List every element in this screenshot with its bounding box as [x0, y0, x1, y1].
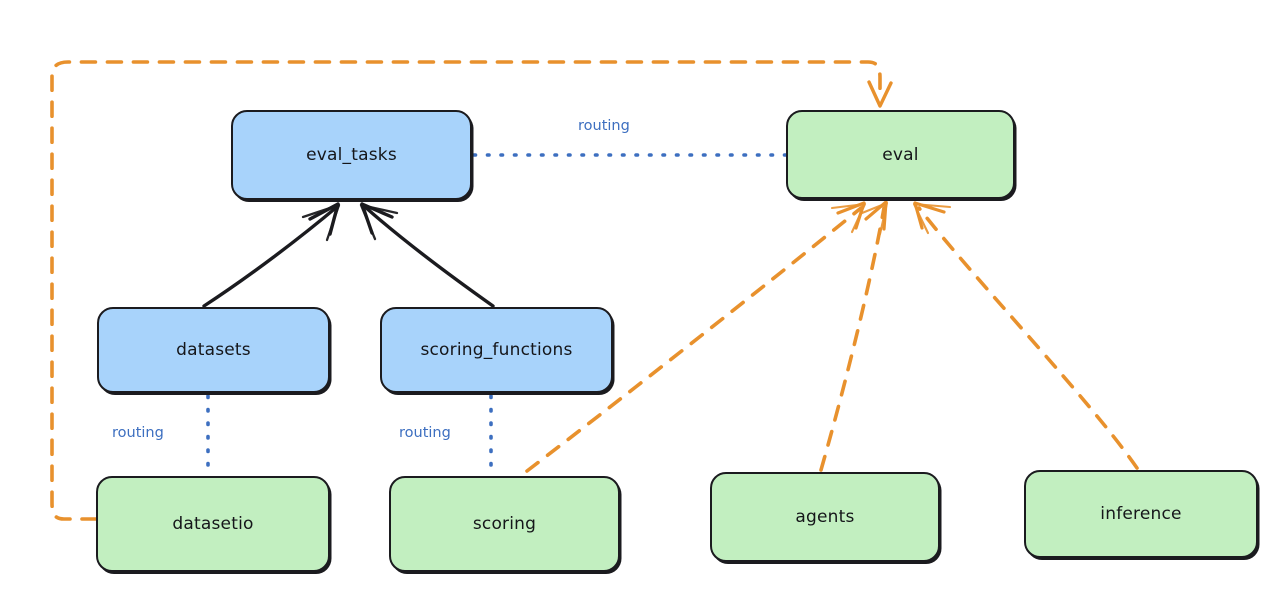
edge-label-routing-scoring-functions-scoring: routing — [399, 425, 451, 441]
node-label-agents: agents — [795, 507, 855, 527]
edge-datasetio-to-eval — [50, 60, 893, 521]
edge-label-routing-datasets-datasetio: routing — [112, 425, 164, 441]
edge-scoring-functions-to-eval-tasks — [359, 202, 495, 308]
node-label-scoring-functions: scoring_functions — [420, 340, 573, 360]
node-datasetio[interactable]: datasetio — [96, 476, 330, 572]
node-scoring-functions[interactable]: scoring_functions — [380, 307, 613, 393]
node-scoring[interactable]: scoring — [389, 476, 620, 572]
edge-inference-to-eval — [912, 201, 1139, 470]
node-inference[interactable]: inference — [1024, 470, 1258, 558]
edge-datasets-to-eval-tasks — [202, 202, 341, 308]
node-label-datasetio: datasetio — [172, 514, 254, 534]
node-eval[interactable]: eval — [786, 110, 1015, 199]
node-agents[interactable]: agents — [710, 472, 940, 562]
node-label-eval: eval — [882, 144, 919, 165]
edge-scoring-to-eval — [525, 201, 867, 473]
node-datasets[interactable]: datasets — [97, 307, 330, 393]
node-label-scoring: scoring — [472, 514, 537, 534]
node-label-eval-tasks: eval_tasks — [306, 145, 397, 165]
node-eval-tasks[interactable]: eval_tasks — [231, 110, 472, 200]
node-label-datasets: datasets — [176, 340, 251, 360]
edge-agents-to-eval — [819, 200, 889, 472]
node-label-inference: inference — [1100, 504, 1182, 524]
edge-label-routing-eval-tasks-eval: routing — [578, 118, 630, 134]
